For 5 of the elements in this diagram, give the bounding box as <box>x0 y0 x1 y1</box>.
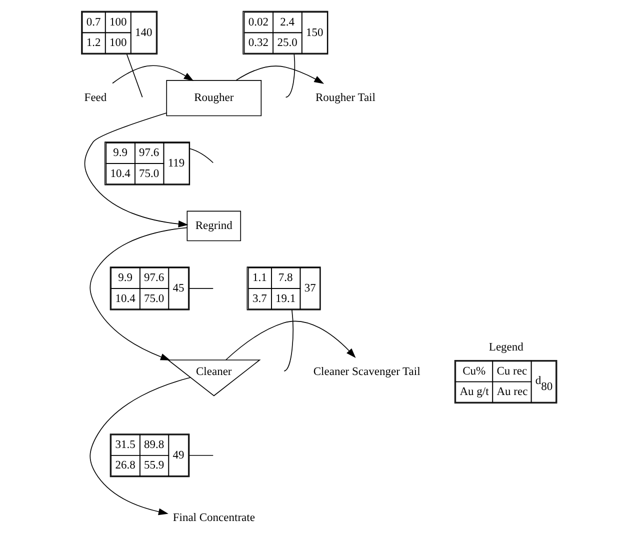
node-text: Rougher Tail <box>314 92 375 104</box>
node-text: Feed <box>84 92 106 104</box>
node-label: Legend <box>488 342 523 354</box>
node-text: Cleaner Scavenger Tail <box>312 366 420 378</box>
node-text: Final Concentrate <box>172 512 254 524</box>
